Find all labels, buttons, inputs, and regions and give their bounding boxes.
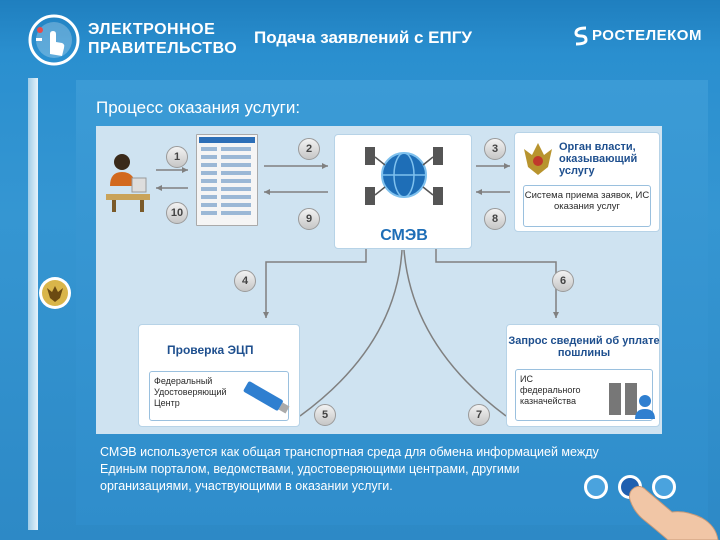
organ-subtitle: Система приема заявок, ИС оказания услуг bbox=[523, 185, 651, 227]
diagram-connectors bbox=[156, 163, 559, 417]
step-1: 1 bbox=[166, 146, 188, 168]
nav-next-button[interactable] bbox=[652, 475, 676, 499]
step-2: 2 bbox=[298, 138, 320, 160]
gov-logo-text: ЭЛЕКТРОННОЕ ПРАВИТЕЛЬСТВО bbox=[88, 20, 237, 58]
gov-logo-line2: ПРАВИТЕЛЬСТВО bbox=[88, 40, 238, 57]
fee-subtitle-text: ИС федерального казначейства bbox=[520, 374, 581, 406]
process-heading: Процесс оказания услуги: bbox=[96, 98, 301, 117]
step-3: 3 bbox=[484, 138, 506, 160]
nav-prev-button[interactable] bbox=[584, 475, 608, 499]
step-4: 4 bbox=[234, 270, 256, 292]
process-diagram: СМЭВ Орган власти, оказывающий услугу Си… bbox=[96, 126, 662, 434]
pointing-hand-icon bbox=[629, 485, 719, 540]
partner-logo-text: РОСТЕЛЕКОМ bbox=[592, 26, 702, 44]
hand-pointer-icon bbox=[28, 14, 80, 66]
step-9: 9 bbox=[298, 208, 320, 230]
ecp-title: Проверка ЭЦП bbox=[167, 343, 254, 357]
ecp-subtitle-text: Федеральный Удостоверяющий Центр bbox=[154, 376, 227, 408]
step-8: 8 bbox=[484, 208, 506, 230]
web-page-icon bbox=[199, 137, 255, 215]
smev-label: СМЭВ bbox=[380, 227, 428, 244]
step-7: 7 bbox=[468, 404, 490, 426]
organ-title: Орган власти, оказывающий услугу bbox=[559, 141, 638, 177]
header: ЭЛЕКТРОННОЕ ПРАВИТЕЛЬСТВО Подача заявлен… bbox=[0, 0, 720, 78]
servers-user-icon bbox=[609, 383, 655, 419]
smev-box: СМЭВ bbox=[334, 134, 472, 249]
portal-box bbox=[196, 134, 258, 226]
gov-logo[interactable]: ЭЛЕКТРОННОЕ ПРАВИТЕЛЬСТВО bbox=[22, 12, 252, 66]
usb-token-icon bbox=[243, 381, 290, 414]
fee-title: Запрос сведений об уплате пошлины bbox=[508, 335, 660, 359]
side-strip bbox=[28, 78, 38, 530]
russian-eagle-icon bbox=[39, 277, 71, 309]
fee-box: Запрос сведений об уплате пошлины ИС фед… bbox=[506, 324, 660, 427]
step-10: 10 bbox=[166, 202, 188, 224]
partner-logo[interactable]: РОСТЕЛЕКОМ bbox=[574, 26, 702, 46]
organ-box: Орган власти, оказывающий услугу Система… bbox=[514, 132, 660, 232]
step-5: 5 bbox=[314, 404, 336, 426]
step-6: 6 bbox=[552, 270, 574, 292]
page-title: Подача заявлений с ЕПГУ bbox=[254, 28, 472, 47]
network-servers-globe-icon bbox=[365, 147, 443, 205]
russian-eagle-icon bbox=[524, 143, 552, 175]
fee-subtitle: ИС федерального казначейства bbox=[515, 369, 653, 421]
gov-logo-line1: ЭЛЕКТРОННОЕ bbox=[88, 21, 216, 38]
rostelecom-s-icon bbox=[574, 26, 588, 46]
ecp-subtitle: Федеральный Удостоверяющий Центр bbox=[149, 371, 289, 421]
ecp-box: Проверка ЭЦП Федеральный Удостоверяющий … bbox=[138, 324, 300, 427]
smev-description: СМЭВ используется как общая транспортная… bbox=[100, 445, 599, 493]
user-at-computer-icon bbox=[106, 154, 150, 212]
